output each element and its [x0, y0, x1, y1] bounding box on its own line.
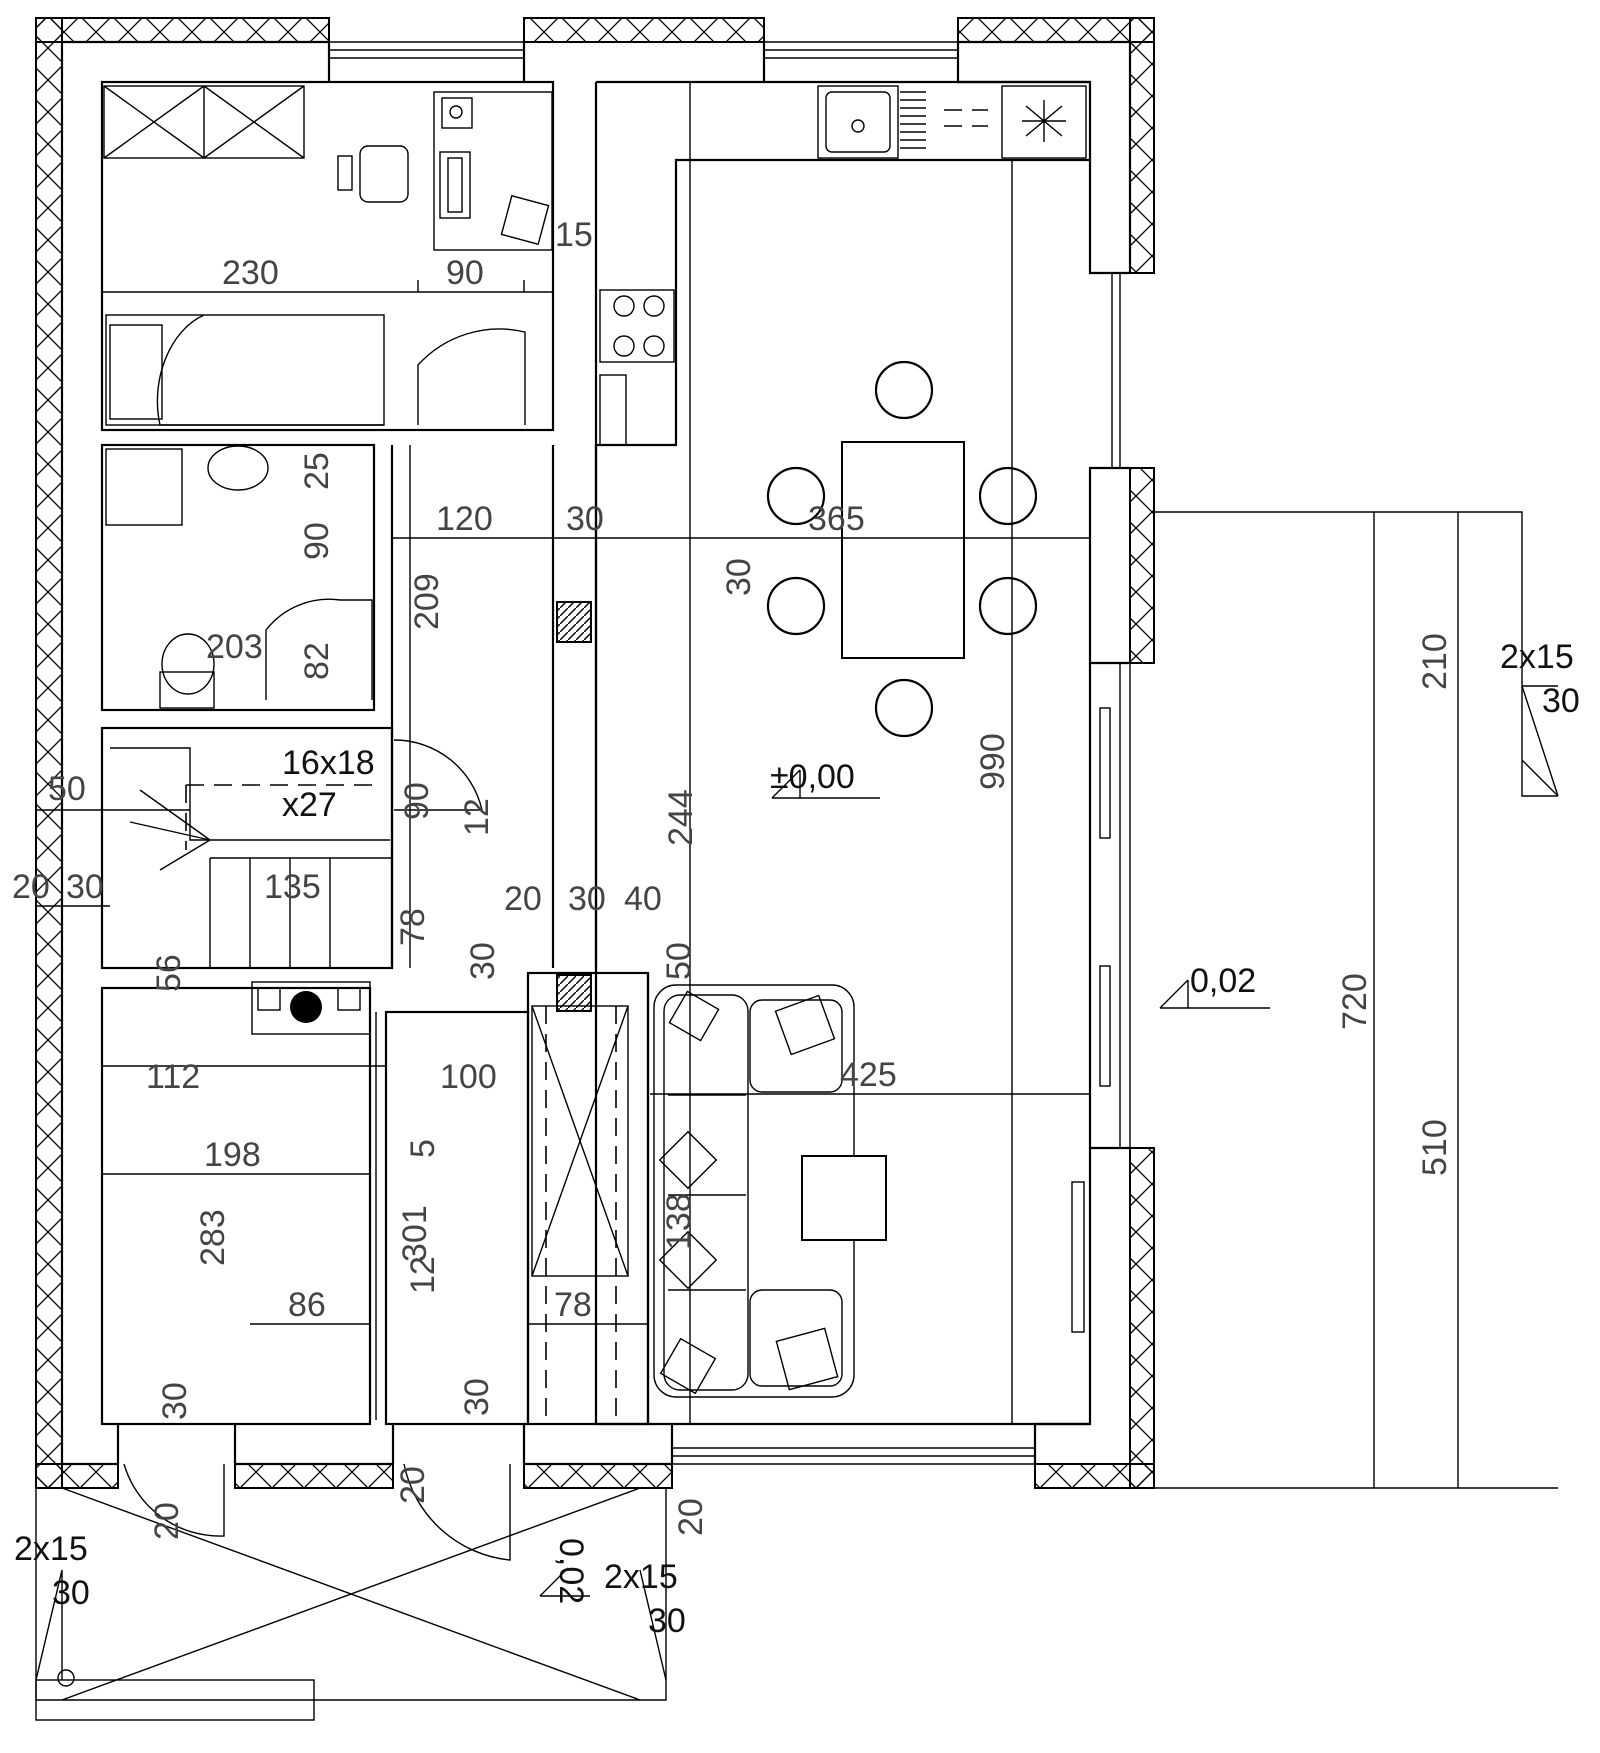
annotation-labels: 16x18 x27 ±0,00 0,02 0,02 2x15 30 2x15 3… — [14, 638, 1580, 1640]
step-a-depth: 30 — [1542, 682, 1580, 720]
dim-425: 425 — [840, 1056, 897, 1094]
dim-90-top: 90 — [446, 254, 484, 292]
dim-30-bottom-b: 30 — [458, 1378, 496, 1416]
bathroom-furniture — [105, 445, 373, 709]
dim-30-dining: 30 — [720, 558, 758, 596]
step-c-size: 2x15 — [604, 1558, 678, 1596]
dim-30-hall: 30 — [566, 500, 604, 538]
dim-56: 56 — [150, 954, 188, 992]
step-c-depth: 30 — [648, 1602, 686, 1640]
office-furniture — [103, 85, 553, 426]
dim-90-stair: 90 — [398, 782, 436, 820]
step-a-size: 2x15 — [1500, 638, 1574, 676]
dim-30-bottom-a: 30 — [156, 1382, 194, 1420]
level-entry-label: 0,02 — [552, 1538, 590, 1604]
dim-20b: 20 — [504, 880, 542, 918]
level-main-label: ±0,00 — [770, 758, 855, 796]
dim-25: 25 — [298, 452, 336, 490]
dim-78-stair: 78 — [394, 908, 432, 946]
level-terrace-label: 0,02 — [1190, 962, 1256, 1000]
exterior-walls — [35, 17, 1155, 1489]
dim-12b: 12 — [404, 1256, 442, 1294]
interior-walls — [100, 80, 1092, 1426]
dim-244: 244 — [662, 789, 700, 846]
dim-5: 5 — [404, 1139, 442, 1158]
dim-203: 203 — [206, 628, 263, 666]
dim-112: 112 — [146, 1058, 200, 1096]
dim-50-sofa: 50 — [660, 942, 698, 980]
dim-720: 720 — [1336, 973, 1374, 1030]
dim-198: 198 — [204, 1136, 261, 1174]
dim-135: 135 — [264, 868, 321, 906]
dim-30b: 30 — [568, 880, 606, 918]
step-b-depth: 30 — [52, 1574, 90, 1612]
dim-20: 20 — [12, 868, 50, 906]
bedroom-furniture — [123, 981, 629, 1561]
dim-210: 210 — [1416, 633, 1454, 690]
dim-230: 230 — [222, 254, 279, 292]
stair-count-label: x27 — [282, 786, 337, 824]
dim-30-left: 30 — [66, 868, 104, 906]
dim-15: 15 — [555, 216, 593, 254]
dim-990: 990 — [974, 733, 1012, 790]
level-marker-main — [771, 769, 880, 799]
dim-50: 50 — [48, 770, 86, 808]
dim-86: 86 — [288, 1286, 326, 1324]
step-b-size: 2x15 — [14, 1530, 88, 1568]
dim-20-bottom-b: 20 — [394, 1466, 432, 1504]
dim-40: 40 — [624, 880, 662, 918]
level-marker-entry — [539, 1567, 590, 1597]
dim-510: 510 — [1416, 1119, 1454, 1176]
dim-209: 209 — [408, 573, 446, 630]
dim-30-vert: 30 — [464, 942, 502, 980]
dim-20-bottom-a: 20 — [148, 1502, 186, 1540]
dim-138: 138 — [660, 1193, 698, 1250]
dim-100: 100 — [440, 1058, 497, 1096]
terrace-outline — [35, 511, 1559, 1721]
level-marker-terrace — [1159, 979, 1270, 1009]
dimension-labels: 230 90 15 25 90 120 30 365 30 209 203 82… — [12, 216, 1454, 1540]
dim-12-stair: 12 — [458, 798, 496, 836]
dim-78b: 78 — [554, 1286, 592, 1324]
dim-82: 82 — [298, 642, 336, 680]
dim-283: 283 — [194, 1209, 232, 1266]
living-furniture — [653, 707, 1111, 1398]
kitchen-furniture — [599, 85, 1087, 738]
dim-301: 301 — [396, 1205, 434, 1262]
dim-90-bath: 90 — [298, 522, 336, 560]
dim-120: 120 — [436, 500, 493, 538]
dim-365: 365 — [808, 500, 865, 538]
stair-size-label: 16x18 — [282, 744, 375, 782]
dimension-lines — [36, 82, 1090, 1424]
dim-20-bottom-c: 20 — [672, 1498, 710, 1536]
